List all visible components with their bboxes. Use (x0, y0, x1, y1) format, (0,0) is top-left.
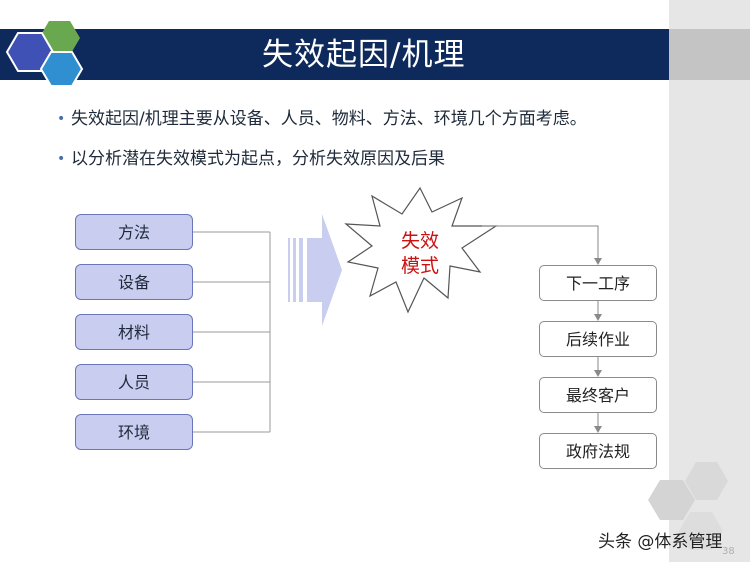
watermark: 头条 @体系管理 (598, 532, 723, 552)
effect-box-next-process: 下一工序 (539, 265, 657, 301)
bullet-dot-icon: • (57, 151, 66, 167)
effect-box-end-customer: 最终客户 (539, 377, 657, 413)
bullet-item: • 以分析潜在失效模式为起点，分析失效原因及后果 (57, 146, 669, 173)
bullet-text: 失效起因/机理主要从设备、人员、物料、方法、环境几个方面考虑。 (71, 109, 587, 129)
title-bar (0, 29, 669, 80)
effect-box-subsequent-work: 后续作业 (539, 321, 657, 357)
bullet-dot-icon: • (57, 111, 66, 127)
cause-box-environment: 环境 (75, 414, 193, 450)
title-bar-gray-end (669, 29, 750, 80)
page-title: 失效起因/机理 (262, 37, 466, 73)
failure-mode-line1: 失效 (400, 230, 439, 252)
bullet-item: • 失效起因/机理主要从设备、人员、物料、方法、环境几个方面考虑。 (57, 106, 669, 133)
effect-box-regulations: 政府法规 (539, 433, 657, 469)
cause-box-personnel: 人员 (75, 364, 193, 400)
hexagon-logo-blue (39, 51, 84, 87)
cause-box-material: 材料 (75, 314, 193, 350)
striped-arrow-icon (288, 214, 342, 326)
failure-mode-line2: 模式 (400, 255, 439, 277)
bullet-list: • 失效起因/机理主要从设备、人员、物料、方法、环境几个方面考虑。 • 以分析潜在失… (57, 106, 669, 186)
page-number: 38 (722, 546, 735, 557)
hexagon-decor-gray (679, 512, 723, 550)
failure-mode-starburst (344, 186, 499, 314)
bullet-text: 以分析潜在失效模式为起点，分析失效原因及后果 (71, 149, 445, 169)
cause-box-equipment: 设备 (75, 264, 193, 300)
hexagon-decor-gray (648, 480, 695, 520)
cause-box-method: 方法 (75, 214, 193, 250)
cause-connector-lines (193, 231, 271, 433)
hexagon-decor-gray (685, 462, 728, 500)
flow-arrowhead-icons (594, 258, 602, 433)
failure-mode-label: 失效 模式 (380, 229, 460, 279)
